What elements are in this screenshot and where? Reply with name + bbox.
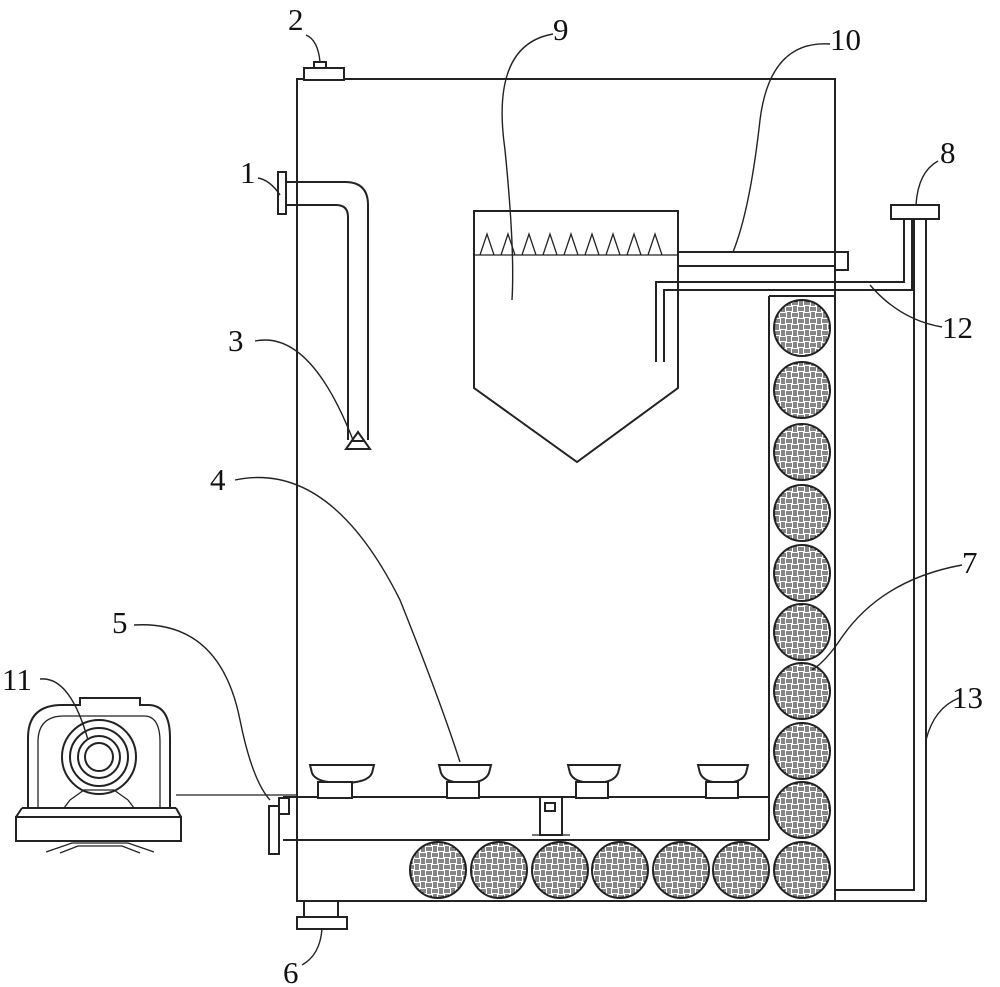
- label-5: 5: [112, 605, 128, 640]
- media-ball: [531, 841, 589, 899]
- leader-line-6: [301, 928, 323, 966]
- media-ball: [773, 722, 831, 780]
- leader-line-12: [869, 284, 943, 328]
- spray-head: [696, 764, 750, 799]
- leader-line-8: [915, 160, 939, 206]
- connecting-pipe: [655, 215, 913, 362]
- spray-head: [566, 764, 622, 799]
- side-riser-pipe: [835, 219, 927, 902]
- label-12: 12: [942, 310, 973, 345]
- media-ball: [773, 662, 831, 720]
- label-11: 11: [2, 662, 32, 697]
- label-2: 2: [288, 2, 304, 37]
- media-ball: [712, 841, 770, 899]
- media-ball: [773, 544, 831, 602]
- media-ball: [773, 423, 831, 481]
- label-9: 9: [553, 12, 569, 47]
- media-ball-column: [773, 299, 831, 839]
- spray-head: [437, 764, 493, 799]
- aeration-pipe: [283, 796, 769, 841]
- top-vent-nozzle: [303, 61, 345, 81]
- label-7: 7: [962, 545, 978, 580]
- media-ball: [773, 299, 831, 357]
- overflow-pipe: [678, 251, 849, 271]
- label-13: 13: [952, 680, 983, 715]
- leader-line-2: [305, 34, 321, 63]
- leader-line-1: [257, 177, 281, 196]
- inlet-pipe: [277, 171, 369, 440]
- leader-line-3: [254, 339, 354, 441]
- pipe-flange: [268, 805, 280, 855]
- bottom-drain-nozzle: [296, 900, 348, 930]
- pipe-flange-ring: [278, 797, 290, 815]
- media-ball-row: [409, 841, 831, 899]
- leader-line-9: [501, 33, 554, 301]
- media-ball: [591, 841, 649, 899]
- outlet-nozzle: [890, 204, 940, 220]
- settling-hopper: [473, 210, 679, 464]
- media-ball: [773, 603, 831, 661]
- distributor-cone: [344, 430, 372, 450]
- leader-line-13: [925, 697, 960, 741]
- label-10: 10: [830, 22, 861, 57]
- label-1: 1: [240, 155, 256, 190]
- media-ball: [470, 841, 528, 899]
- spray-head: [308, 764, 376, 799]
- media-ball: [409, 841, 467, 899]
- label-6: 6: [283, 955, 299, 987]
- label-4: 4: [210, 462, 226, 497]
- media-partition: [768, 295, 835, 840]
- leader-line-7: [811, 564, 963, 671]
- label-3: 3: [228, 323, 244, 358]
- leader-line-11: [39, 678, 89, 741]
- media-ball: [652, 841, 710, 899]
- blower-pump: [15, 697, 182, 854]
- leader-line-4: [234, 476, 461, 763]
- label-8: 8: [940, 135, 956, 170]
- leader-line-10: [732, 43, 831, 253]
- media-ball: [773, 781, 831, 839]
- media-ball: [773, 484, 831, 542]
- leader-line-5: [133, 624, 271, 801]
- media-ball: [773, 841, 831, 899]
- center-valve: [532, 796, 570, 836]
- tank-body: [296, 78, 836, 902]
- serrated-weir: [479, 231, 663, 256]
- media-ball: [773, 361, 831, 419]
